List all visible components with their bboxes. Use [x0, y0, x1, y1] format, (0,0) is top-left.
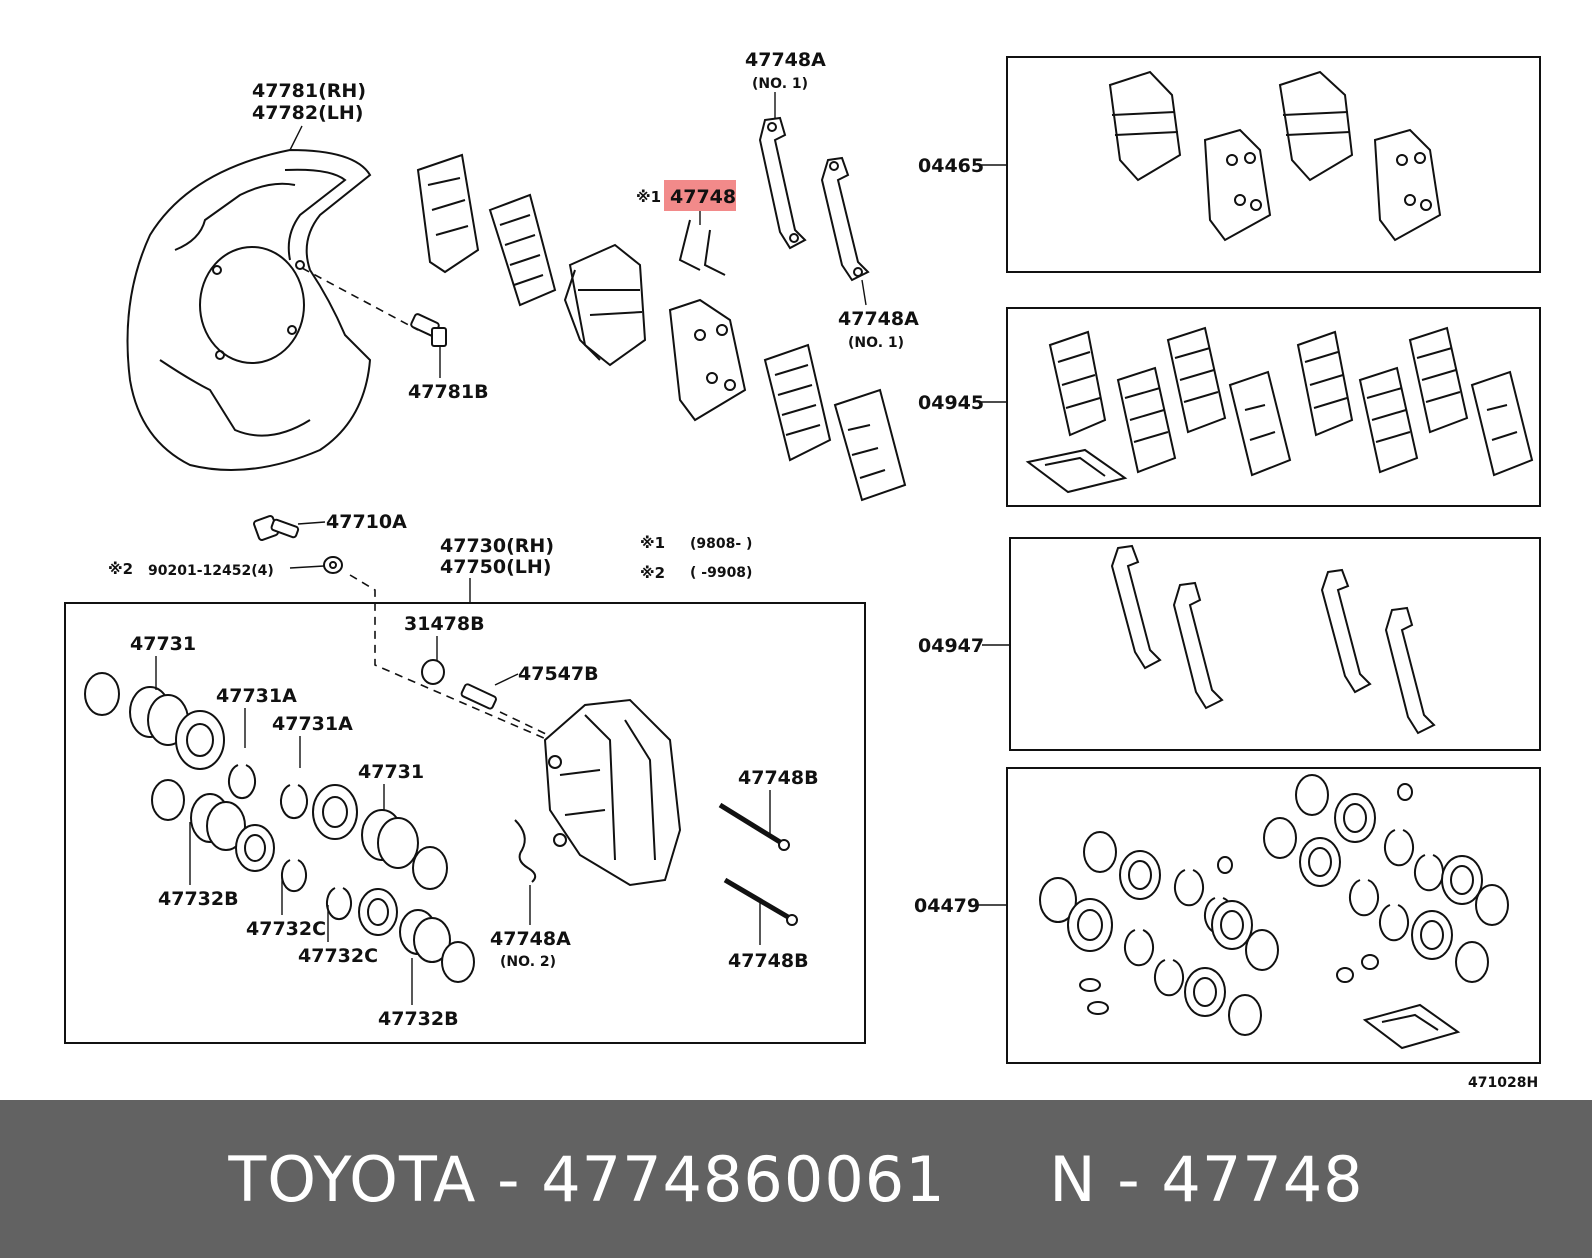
seal-47732b-2-label: 47732B: [378, 1008, 459, 1030]
ring-47732c-1-label: 47732C: [246, 918, 326, 940]
caliper-body: [543, 698, 682, 887]
anti-rattle-clip-mid: [820, 156, 870, 282]
clip-no2-sub: (NO. 2): [500, 954, 556, 970]
cap-31478b-label: 31478B: [404, 613, 485, 635]
kit-04945-shims: [1025, 326, 1534, 494]
kit-04465-box: [1006, 56, 1541, 273]
washer-part: [323, 556, 343, 574]
pin-47748b-1-label: 47748B: [738, 767, 819, 789]
anti-rattle-clip-no2: [514, 819, 537, 883]
anti-rattle-clip-top: [758, 116, 807, 250]
ring-47731a-1-label: 47731A: [216, 685, 297, 707]
note2-mark: ※2: [640, 564, 665, 582]
cap-31478b-part: [421, 659, 445, 685]
bolt-47781b-label: 47781B: [408, 381, 489, 403]
kit-04947-label: 04947: [918, 635, 984, 657]
ring-47732c-2-label: 47732C: [298, 945, 378, 967]
clip-no2-code: 47748A: [490, 928, 571, 950]
brake-pad-right: [668, 298, 747, 422]
kit-04465-pads: [1108, 70, 1442, 242]
pin-47748b-2-label: 47748B: [728, 950, 809, 972]
kit-04947-box: [1009, 537, 1541, 751]
kit-04465-label: 04465: [918, 155, 984, 177]
ring-47731a-2-label: 47731A: [272, 713, 353, 735]
clip-top-no1-code: 47748A: [745, 49, 826, 71]
guide-pin-1: [718, 802, 790, 851]
highlighted-spring: [678, 219, 726, 276]
washer-label: 90201-12452(4): [148, 563, 274, 579]
clip-top-no1-sub: (NO. 1): [752, 76, 808, 92]
bolt-47710a-label: 47710A: [326, 511, 407, 533]
piston-47731-b-label: 47731: [358, 761, 424, 783]
kit-04479-box: [1006, 767, 1541, 1064]
clip-mid-no1-sub: (NO. 1): [848, 335, 904, 351]
guide-pin-2: [723, 877, 798, 926]
piston-47731-a-label: 47731: [130, 633, 196, 655]
parts-diagram: 47781(RH) 47782(LH) 47781B: [64, 49, 1541, 1091]
note2-text: ( -9908): [690, 565, 752, 581]
caliper-lh-label: 47750(LH): [440, 556, 551, 578]
kit-04947-clips: [1110, 544, 1436, 735]
kit-04479-label: 04479: [914, 895, 980, 917]
piston-seal-set: [84, 672, 475, 983]
bleeder-47547b-label: 47547B: [518, 663, 599, 685]
seal-47732b-1-label: 47732B: [158, 888, 239, 910]
highlight-box: [664, 180, 736, 211]
pad-shim-inner: [488, 193, 557, 307]
kit-04479-seals: [1039, 774, 1509, 1050]
caliper-rh-label: 47730(RH): [440, 535, 554, 557]
shield-lh-label: 47782(LH): [252, 102, 363, 124]
highlight-mark: ※1: [636, 188, 661, 206]
pad-shim-right-1: [763, 343, 832, 462]
part-number-banner: TOYOTA - 4774860061 N - 47748: [0, 1100, 1592, 1258]
kit-04945-label: 04945: [918, 392, 984, 414]
kit-04945-box: [1006, 307, 1541, 507]
note1-mark: ※1: [640, 534, 665, 552]
part-number-text: TOYOTA - 4774860061 N - 47748: [228, 1142, 1364, 1216]
bleeder-47547b-part: [460, 683, 497, 710]
brake-pad-left: [563, 243, 647, 367]
clip-mid-no1-code: 47748A: [838, 308, 919, 330]
dust-shield: [126, 148, 372, 471]
bolt-47710a-part: [253, 515, 300, 541]
caliper-assembly-box: [64, 602, 866, 1044]
diagram-canvas: 47781(RH) 47782(LH) 47781B: [64, 49, 1541, 1091]
washer-mark: ※2: [108, 560, 133, 578]
bolt-47781b-part: [410, 313, 447, 347]
highlight-code: 47748: [670, 186, 736, 208]
note1-text: (9808- ): [690, 536, 752, 552]
pad-shim-outer: [416, 153, 480, 274]
pad-shim-right-2: [833, 388, 907, 502]
figure-id: 471028H: [1468, 1075, 1538, 1091]
shield-rh-label: 47781(RH): [252, 80, 366, 102]
